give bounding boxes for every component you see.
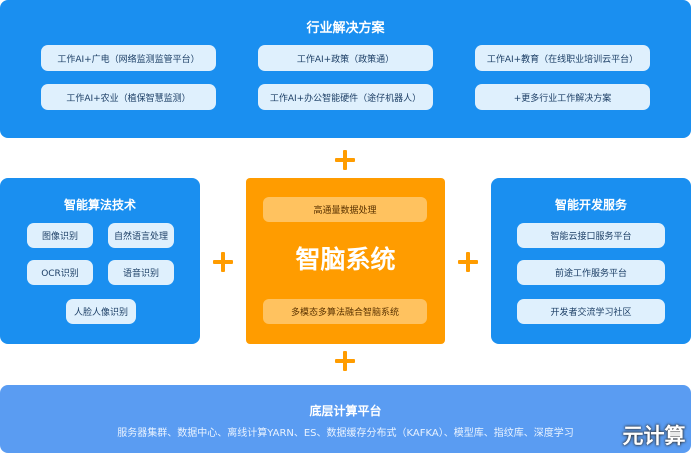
plus-icon-top [335,150,355,170]
dev-item-work-service[interactable]: 前途工作服务平台 [517,260,665,285]
dev-item-community[interactable]: 开发者交流学习社区 [517,299,665,324]
core-panel: 高通量数据处理 智脑系统 多模态多算法融合智脑系统 [246,178,445,344]
core-bottom-item[interactable]: 多模态多算法融合智脑系统 [263,299,427,324]
algorithms-panel: 智能算法技术 图像识别 自然语言处理 OCR识别 语音识别 人脸人像识别 [0,178,200,344]
base-panel: 底层计算平台 服务器集群、数据中心、离线计算YARN、ES、数据缓存分布式（KA… [0,385,691,453]
watermark-logo: 元计算 [622,424,686,448]
plus-icon-bottom [335,351,355,371]
algo-item-speech[interactable]: 语音识别 [108,260,174,285]
dev-item-cloud-api[interactable]: 智能云接口服务平台 [517,223,665,248]
dev-title: 智能开发服务 [554,198,627,212]
core-top-item[interactable]: 高通量数据处理 [263,197,427,222]
industry-item-broadcast[interactable]: 工作AI+广电（网络监测监管平台） [41,45,216,71]
algorithms-title: 智能算法技术 [63,198,136,212]
algo-item-face[interactable]: 人脸人像识别 [66,299,136,324]
plus-icon-right [458,252,478,272]
algo-item-image-recognition[interactable]: 图像识别 [27,223,93,248]
plus-icon-left [213,252,233,272]
industry-title: 行业解决方案 [306,21,385,36]
industry-item-office-hardware[interactable]: 工作AI+办公智能硬件（途仔机器人） [258,84,433,110]
algo-item-nlp[interactable]: 自然语言处理 [108,223,174,248]
industry-panel: 行业解决方案 工作AI+广电（网络监测监管平台） 工作AI+政策（政策通） 工作… [0,0,691,138]
industry-item-education[interactable]: 工作AI+教育（在线职业培训云平台） [475,45,650,71]
base-description: 服务器集群、数据中心、离线计算YARN、ES、数据缓存分布式（KAFKA）、模型… [117,428,574,439]
industry-item-policy[interactable]: 工作AI+政策（政策通） [258,45,433,71]
base-title: 底层计算平台 [309,404,382,418]
industry-item-agriculture[interactable]: 工作AI+农业（植保智慧监测） [41,84,216,110]
algo-item-ocr[interactable]: OCR识别 [27,260,93,285]
core-title: 智脑系统 [295,245,396,274]
industry-item-more[interactable]: +更多行业工作解决方案 [475,84,650,110]
dev-panel: 智能开发服务 智能云接口服务平台 前途工作服务平台 开发者交流学习社区 [491,178,691,344]
